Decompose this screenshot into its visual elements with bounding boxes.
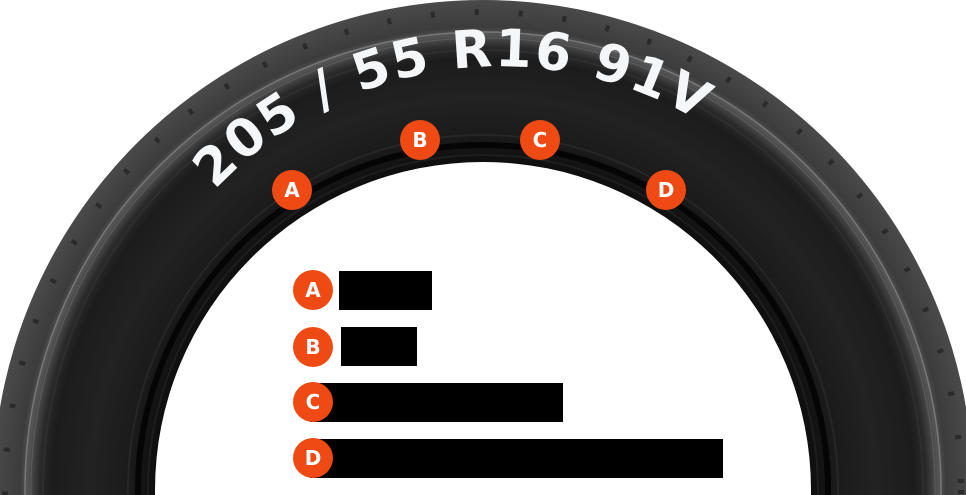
marker-b: B (400, 120, 440, 160)
legend-d-badge: D (293, 438, 333, 478)
legend-a-redacted-text (339, 271, 432, 310)
marker-c: C (520, 120, 560, 160)
marker-d: D (646, 170, 686, 210)
marker-a: A (272, 170, 312, 210)
legend-c-redacted-text (310, 383, 563, 422)
legend-d-redacted-text (310, 439, 723, 478)
legend-b-badge: B (293, 327, 333, 367)
legend-a-badge: A (293, 270, 333, 310)
legend-b-redacted-text (341, 327, 417, 366)
legend-c-badge: C (293, 382, 333, 422)
